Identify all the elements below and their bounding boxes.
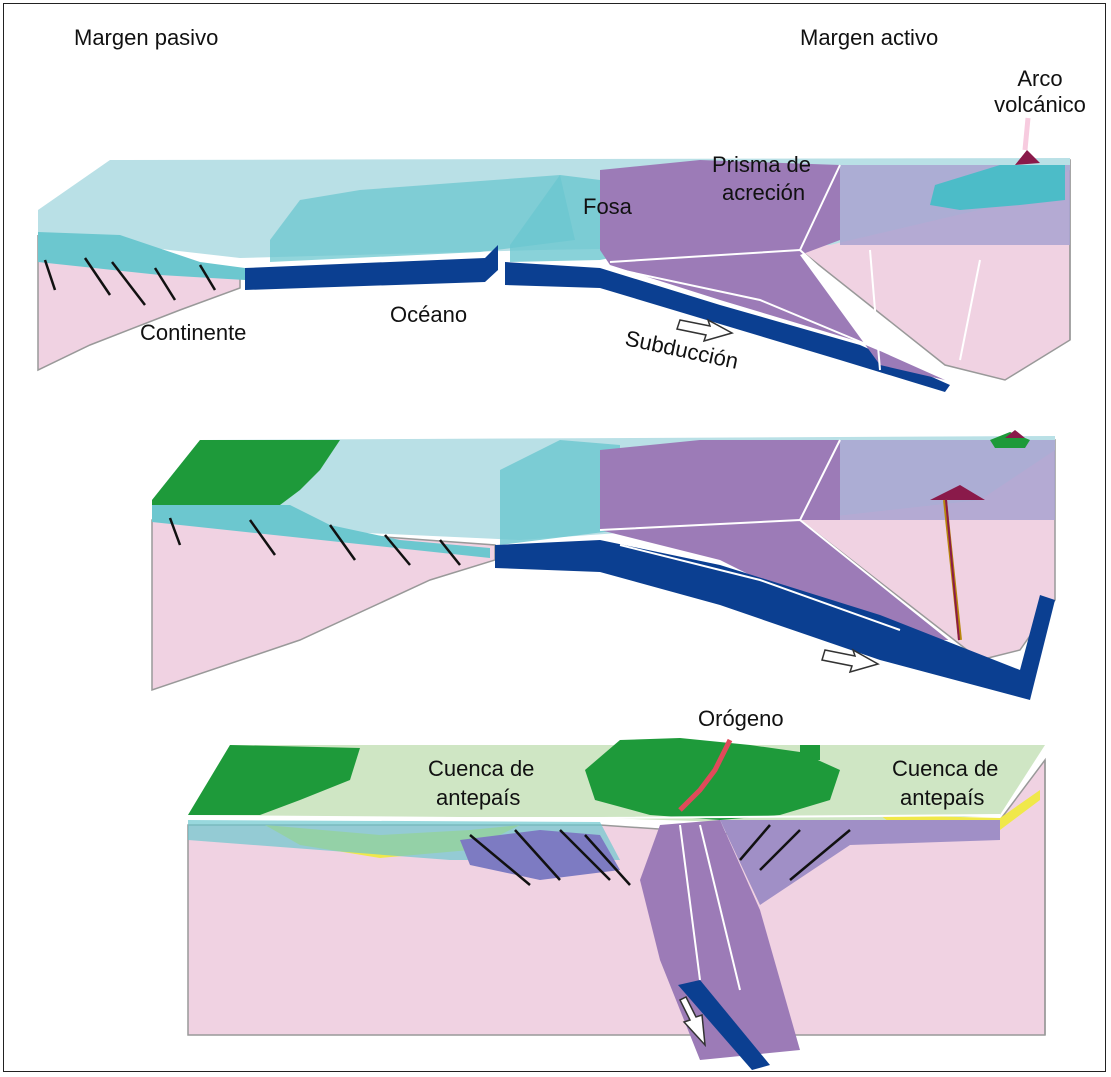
panel-1-passive-active-margin [38, 118, 1070, 392]
label-accretion-prism-1: Prisma de [712, 152, 811, 177]
label-foreland-right-2: antepaís [900, 785, 984, 810]
label-foreland-right-1: Cuenca de [892, 756, 998, 781]
label-volcanic-arc-1: Arco [1017, 66, 1062, 91]
label-volcanic-arc-2: volcánico [994, 92, 1086, 117]
label-trench: Fosa [583, 194, 633, 219]
label-passive-margin: Margen pasivo [74, 25, 218, 50]
label-ocean: Océano [390, 302, 467, 327]
label-foreland-left-2: antepaís [436, 785, 520, 810]
oceanic-crust-1a [245, 258, 485, 290]
volcano-1 [1015, 150, 1040, 165]
panel-2-closing-ocean [152, 430, 1055, 700]
label-foreland-left-1: Cuenca de [428, 756, 534, 781]
label-orogen: Orógeno [698, 706, 784, 731]
label-active-margin: Margen activo [800, 25, 938, 50]
label-continent: Continente [140, 320, 246, 345]
label-accretion-prism-2: acreción [722, 180, 805, 205]
